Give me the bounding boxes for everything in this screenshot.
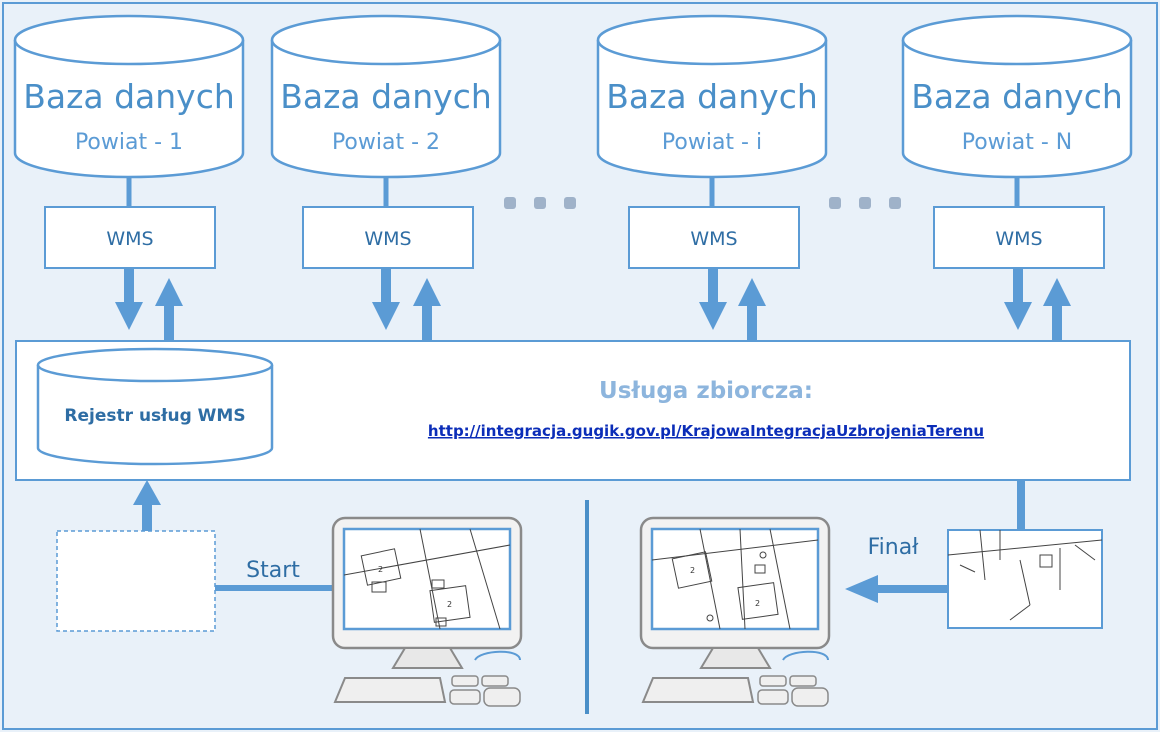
- computer-right: 2 2: [639, 516, 831, 707]
- registry-label: Rejestr usług WMS: [64, 406, 245, 426]
- wms-registry-database: Rejestr usług WMS: [36, 347, 274, 466]
- wms-box-n: WMS: [933, 206, 1105, 269]
- map-label: 2: [755, 599, 760, 608]
- database-title: Baza danych: [23, 77, 235, 116]
- database-subtitle: Powiat - i: [662, 130, 762, 155]
- map-label: 2: [378, 565, 383, 574]
- result-map-tile: [947, 529, 1103, 629]
- service-url-link[interactable]: http://integracja.gugik.gov.pl/KrajowaIn…: [428, 422, 984, 440]
- database-title: Baza danych: [280, 77, 492, 116]
- database-title: Baza danych: [911, 77, 1123, 116]
- start-flow: Start: [56, 480, 335, 632]
- wms-box-1: WMS: [44, 206, 216, 269]
- final-label: Finał: [868, 535, 920, 560]
- wms-service-arrows: [115, 268, 1071, 341]
- arrow-to-computer: [845, 575, 878, 603]
- database-powiat-n: Baza danych Powiat - N: [901, 14, 1133, 179]
- database-powiat-2: Baza danych Powiat - 2: [270, 14, 502, 179]
- wms-label: WMS: [364, 228, 411, 250]
- start-label: Start: [246, 558, 300, 583]
- arrow-up-to-registry: [133, 480, 161, 505]
- wms-label: WMS: [690, 228, 737, 250]
- database-powiat-i: Baza danych Powiat - i: [596, 14, 828, 179]
- wms-label: WMS: [106, 228, 153, 250]
- database-subtitle: Powiat - 2: [332, 130, 440, 155]
- map-label: 2: [690, 566, 695, 575]
- wms-box-i: WMS: [628, 206, 800, 269]
- ellipsis-dots: [504, 197, 901, 209]
- database-title: Baza danych: [606, 77, 818, 116]
- service-title: Usługa zbiorcza:: [599, 378, 813, 404]
- db-wms-connectors: [126, 177, 1020, 207]
- database-subtitle: Powiat - N: [962, 130, 1073, 155]
- user-placeholder-box: [56, 530, 216, 632]
- database-subtitle: Powiat - 1: [75, 130, 183, 155]
- computer-left: 2 2: [331, 516, 523, 707]
- map-label: 2: [447, 600, 452, 609]
- final-flow: Finał: [845, 480, 1103, 629]
- wms-box-2: WMS: [302, 206, 474, 269]
- database-powiat-1: Baza danych Powiat - 1: [13, 14, 245, 179]
- wms-label: WMS: [995, 228, 1042, 250]
